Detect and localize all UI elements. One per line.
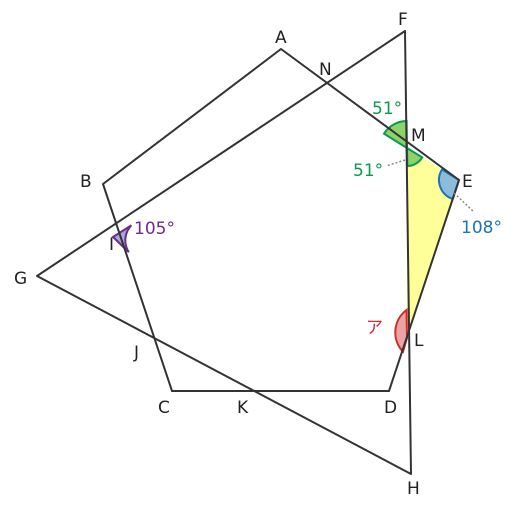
angle-mark-e xyxy=(438,168,461,201)
triangle-fgh xyxy=(36,30,412,475)
point-label-k: K xyxy=(237,398,249,418)
angle-label-l: ア xyxy=(366,318,383,338)
pentagon-aedcb xyxy=(102,48,460,392)
leader-e xyxy=(453,192,475,213)
point-label-e: E xyxy=(462,172,473,192)
point-label-h: H xyxy=(407,479,420,499)
point-label-d: D xyxy=(384,398,397,418)
point-label-g: G xyxy=(14,269,27,289)
angle-label-i: 105° xyxy=(134,219,175,239)
leader-m-left xyxy=(385,159,406,167)
angle-label-e: 108° xyxy=(461,218,502,238)
point-label-j: J xyxy=(133,343,139,363)
point-label-l: L xyxy=(414,331,424,351)
angle-label-m-top: 51° xyxy=(372,99,402,119)
point-label-c: C xyxy=(158,398,170,418)
point-label-m: M xyxy=(411,126,426,146)
angle-mark-l xyxy=(394,308,409,354)
angle-label-m-left: 51° xyxy=(353,161,383,181)
point-label-a: A xyxy=(275,28,287,48)
point-label-b: B xyxy=(80,172,92,192)
point-label-f: F xyxy=(398,10,408,30)
point-label-n: N xyxy=(319,60,332,80)
point-label-i: I xyxy=(109,235,114,255)
